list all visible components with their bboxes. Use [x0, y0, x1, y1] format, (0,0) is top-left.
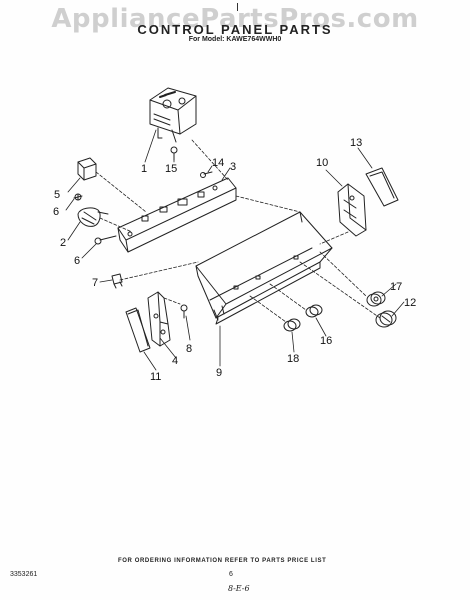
- part-9-control-panel: [195, 211, 333, 325]
- handwritten-mark: 8-E-6: [228, 584, 250, 593]
- callout-4: 4: [172, 355, 178, 367]
- part-7-clip: [111, 273, 123, 289]
- part-4-bracket: [147, 291, 171, 347]
- part-6-screw-upper: [73, 193, 83, 201]
- part-16-knob: [305, 304, 323, 318]
- part-12-knob: [375, 310, 397, 328]
- watermark: AppliancePartsPros.com: [51, 4, 419, 34]
- callout-2: 2: [60, 237, 66, 249]
- callout-16: 16: [320, 335, 332, 347]
- page-number: 6: [229, 571, 233, 578]
- part-8-screw: [180, 304, 188, 319]
- model-subtitle: For Model: KAWE764WWH0: [188, 36, 282, 43]
- part-timer-switch: [149, 87, 197, 143]
- callout-11: 11: [150, 371, 161, 383]
- callout-12: 12: [404, 297, 416, 309]
- part-11-pad: [125, 307, 151, 353]
- callout-9: 9: [216, 367, 222, 379]
- callout-14: 14: [212, 157, 224, 169]
- callout-15: 15: [165, 163, 177, 175]
- callout-6-upper: 6: [53, 206, 59, 218]
- callout-1: 1: [141, 163, 147, 175]
- callout-6-lower: 6: [74, 255, 80, 267]
- part-6-screw-lower: [94, 235, 117, 245]
- callout-18: 18: [287, 353, 299, 365]
- callout-10: 10: [316, 157, 328, 169]
- callout-17: 17: [390, 281, 402, 293]
- part-3-mounting-bracket: [117, 177, 237, 253]
- callout-5: 5: [54, 189, 60, 201]
- part-14-screw: [200, 171, 213, 178]
- leader-lines: [65, 129, 405, 371]
- ordering-note: FOR ORDERING INFORMATION REFER TO PARTS …: [118, 558, 327, 564]
- callout-3: 3: [230, 161, 236, 173]
- top-tick-mark: [237, 3, 238, 11]
- document-code: 3353261: [10, 571, 38, 578]
- callout-13: 13: [350, 137, 362, 149]
- part-17-knob: [366, 291, 386, 307]
- part-5-cap: [77, 157, 97, 181]
- part-13-lens: [365, 167, 399, 207]
- callout-7: 7: [92, 277, 98, 289]
- part-2-switch: [77, 207, 109, 227]
- part-10-selector: [337, 183, 367, 237]
- part-18-knob: [283, 318, 301, 332]
- assembly-lines: [95, 139, 381, 323]
- callout-8: 8: [186, 343, 192, 355]
- page-title: CONTROL PANEL PARTS: [137, 22, 333, 37]
